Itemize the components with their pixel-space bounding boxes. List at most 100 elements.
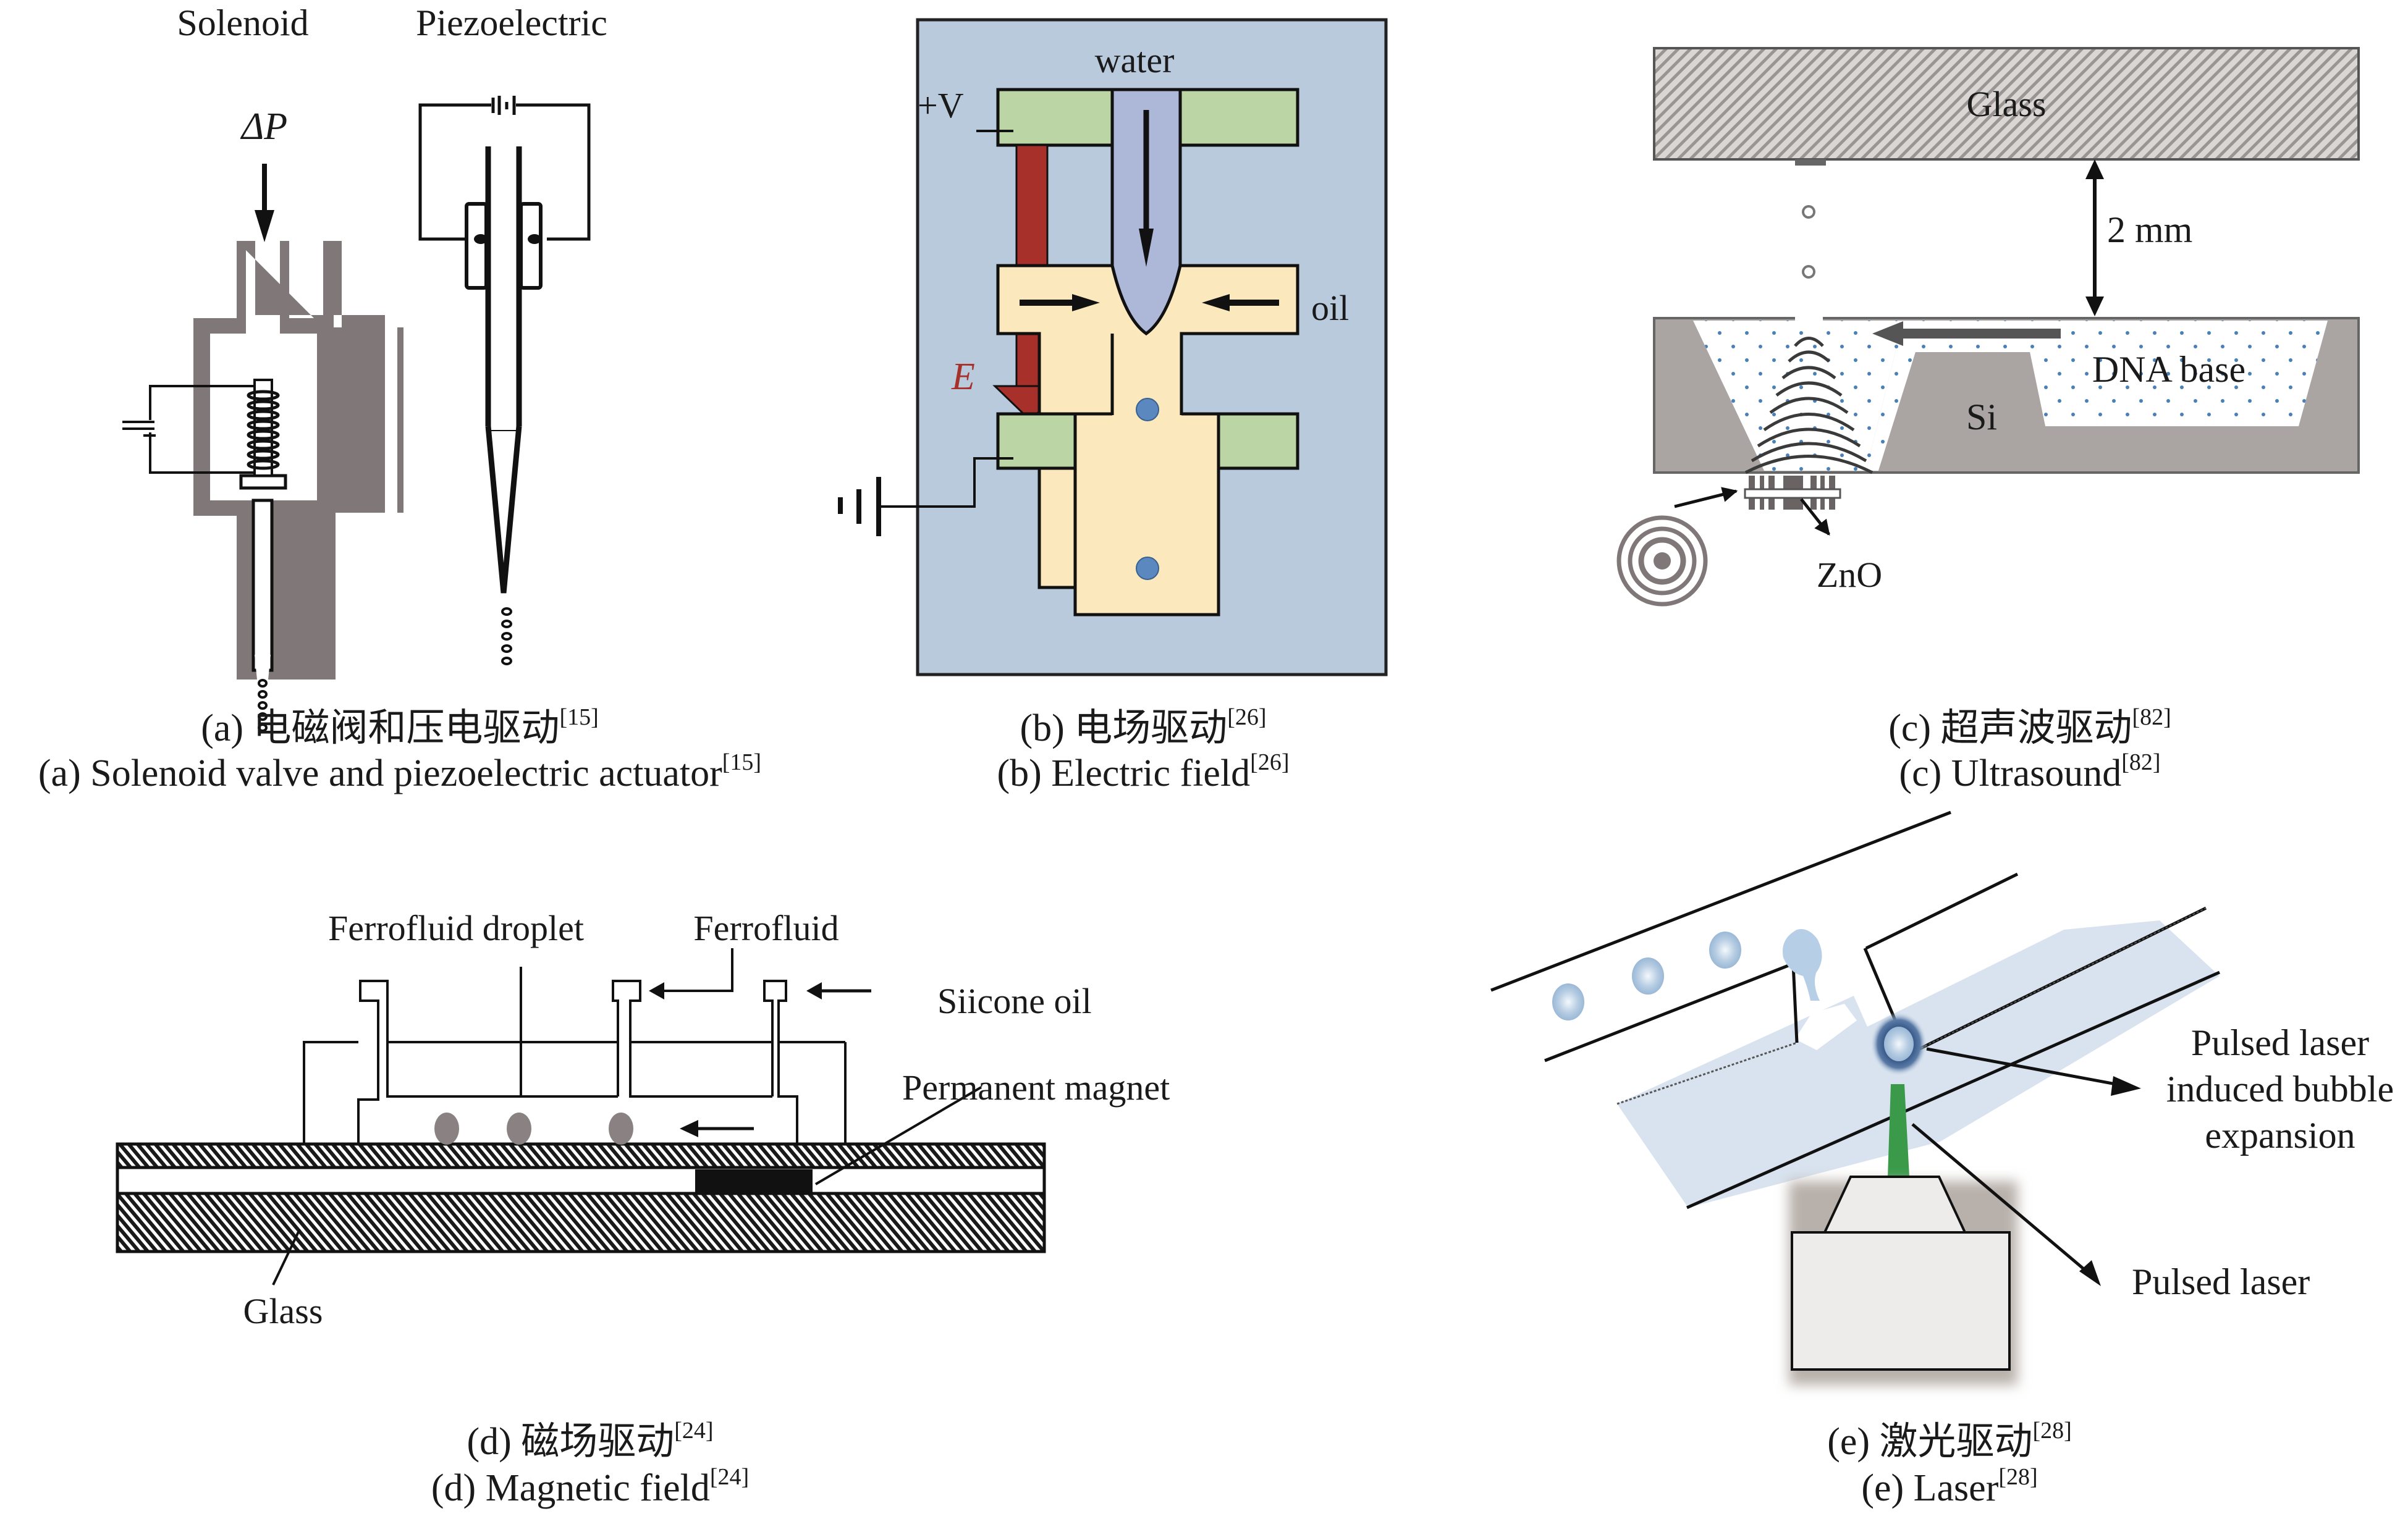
magnet-label: Permanent magnet [902,1067,1170,1108]
piezo-contact-left [474,234,488,244]
panel-b: water +V oil E [838,18,1388,676]
ferrofluid-droplet [434,1113,459,1145]
droplet [1136,398,1159,421]
bubble-label-line1: Pulsed laser [2191,1022,2369,1063]
magnet-layer [116,1166,1046,1195]
field-label: E [951,356,975,398]
caption-text: (c) Ultrasound [1899,752,2122,794]
piezo-element-left [465,202,488,290]
pressure-arrow-head-icon [255,210,274,242]
bead [1632,957,1664,995]
laser-unit [1791,1231,2011,1371]
electrode-ground-right [1217,412,1299,470]
gap-arrow-down-icon [2085,297,2104,316]
caption-a-cn: (a) 电磁阀和压电驱动[15] [201,704,599,752]
caption-text: (d) 磁场驱动 [467,1421,675,1463]
caption-b-cn: (b) 电场驱动[26] [1020,704,1266,752]
oil-arrow-left-head-icon [1072,294,1100,311]
panel-d: Ferrofluid droplet Ferrofluid Siicone oi… [116,908,1170,1331]
caption-text: (e) Laser [1861,1467,1999,1509]
fluid-edge-upper [1909,907,2207,1054]
water-label: water [1095,40,1175,80]
piezo-nozzle [485,146,522,594]
piezo-circuit [418,96,591,241]
si-label: Si [1966,397,1997,437]
bubble-pointer-head-icon [2111,1076,2141,1096]
flow-arrow [1900,329,2061,339]
panel-c: Glass 2 mm Si DNA base [1616,47,2360,607]
gap-label: 2 mm [2107,209,2192,250]
glass-plate [1653,47,2360,161]
laser-pointer-head-icon [2079,1260,2101,1286]
piezo-element-right [519,202,543,290]
zno-film [1744,488,1841,499]
ferrofluid-label: Ferrofluid [693,908,839,948]
caption-d-en: (d) Magnetic field[24] [431,1464,749,1512]
nozzle-opening [1795,317,1823,322]
outlet-channel [1073,412,1220,616]
laser-pointer [1911,1123,2093,1277]
caption-text: (d) Magnetic field [431,1467,710,1509]
laser-label: Pulsed laser [2132,1261,2310,1302]
citation: [82] [2121,749,2161,775]
caption-text: (e) 激光驱动 [1827,1421,2033,1463]
caption-e-cn: (e) 激光驱动[28] [1827,1418,2072,1466]
zno-label: ZnO [1817,555,1882,595]
solenoid-label: Solenoid [177,2,308,43]
citation: [15] [559,704,599,730]
glass-label-d: Glass [243,1291,323,1331]
citation: [82] [2132,704,2171,730]
caption-b-en: (b) Electric field[26] [997,749,1290,797]
top-glass-layer [116,1142,1046,1169]
caption-c-en: (c) Ultrasound[82] [1899,749,2160,797]
solenoid-droplets [258,679,268,732]
caption-d-cn: (d) 磁场驱动[24] [467,1418,713,1466]
dna-base-label: DNA base [2092,349,2245,390]
motion-arrow-head-icon [680,1120,698,1137]
ejected-droplet [1802,265,1815,279]
solenoid-valve-body [193,241,403,680]
bubble-label-line2: induced bubble [2166,1069,2394,1109]
chip-channel [303,948,847,1144]
dna-base-channel [1866,321,2328,471]
droplet-label: Ferrofluid droplet [328,908,584,948]
bottom-glass-layer [116,1192,1046,1253]
oil-arrow-right-head-icon [1202,294,1230,311]
ferrofluid-droplet [507,1113,531,1145]
solenoid-circuit [122,385,253,474]
droplet [1136,557,1159,580]
glass-leader-line [272,1229,301,1285]
gap-arrow-up-icon [2085,159,2104,179]
citation: [24] [709,1464,750,1490]
flow-arrow-head-icon [1872,321,1903,346]
citation: [26] [1250,749,1290,775]
caption-a-en: (a) Solenoid valve and piezoelectric act… [38,749,761,797]
ferrofluid-droplet [609,1113,633,1145]
rf-signal-arrow [1674,487,1738,508]
bubble-label-line3: expansion [2205,1115,2355,1156]
caption-text: (a) 电磁阀和压电驱动 [201,707,560,749]
piezoelectric-label: Piezoelectric [416,2,607,43]
citation: [24] [674,1418,714,1444]
electrode-ground-left [996,412,1077,470]
bead [1709,932,1741,969]
caption-text: (a) Solenoid valve and piezoelectric act… [38,752,722,794]
piezo-droplets [501,607,512,665]
caption-c-cn: (c) 超声波驱动[82] [1888,704,2171,752]
piezo-contact-right [528,234,541,244]
zno-pointer-arrow [1800,498,1830,536]
air-gap [1795,1004,1857,1050]
ejected-droplet [1802,205,1815,219]
si-ridge [1878,352,2299,471]
caption-text: (b) 电场驱动 [1020,707,1228,749]
caption-e-en: (e) Laser[28] [1861,1464,2037,1512]
water-arrow-head-icon [1139,229,1154,267]
permanent-magnet [695,1169,813,1192]
citation: [15] [722,749,762,775]
laser-head [1822,1176,1967,1234]
plunger-plate [239,474,287,490]
bubble-pointer [1926,1047,2126,1088]
rf-source-icon [1616,515,1708,607]
ejected-droplet-e [1782,929,1822,1001]
